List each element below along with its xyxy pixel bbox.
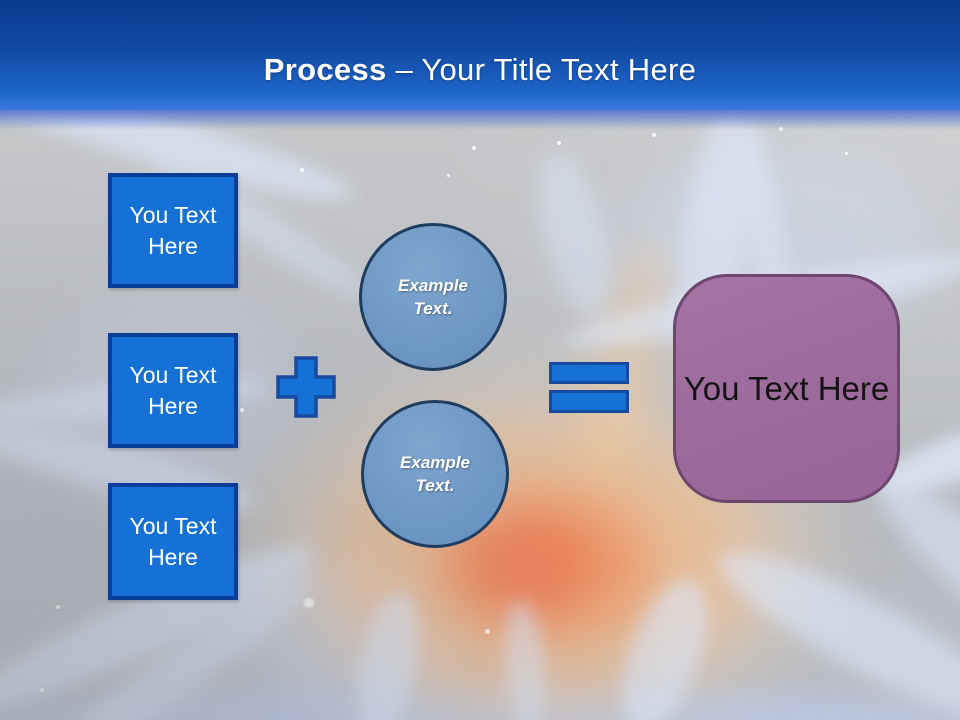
background-dot — [652, 133, 656, 137]
background-dot — [56, 605, 60, 609]
background-dot — [240, 408, 244, 412]
plus-icon — [276, 356, 336, 418]
background-dot — [845, 152, 848, 155]
process-input-box-1: You Text Here — [108, 173, 238, 288]
background-dot — [472, 146, 476, 150]
result-box-label: You Text Here — [683, 369, 890, 407]
title-bar — [0, 0, 960, 110]
example-circle-1-label: Example Text. — [398, 276, 468, 318]
title-text: Your Title Text Here — [421, 52, 697, 87]
background-dot — [557, 141, 561, 145]
process-input-box-1-label: You Text Here — [129, 201, 217, 259]
example-circle-1: Example Text. — [359, 223, 507, 371]
title-keyword: Process — [263, 52, 387, 87]
background-dot — [300, 168, 304, 172]
slide-title: Process – Your Title Text Here — [0, 52, 960, 88]
example-circle-2-label: Example Text. — [400, 453, 470, 495]
background-dot — [40, 688, 44, 692]
neuron-glow-core — [470, 520, 590, 610]
title-separator: – — [386, 52, 422, 87]
process-input-box-2-label: You Text Here — [129, 361, 217, 419]
equals-icon — [549, 362, 629, 414]
background-dot — [447, 174, 450, 177]
equals-bar-top — [549, 362, 629, 384]
example-circle-2: Example Text. — [361, 400, 509, 548]
process-input-box-3-label: You Text Here — [129, 512, 217, 570]
process-input-box-2: You Text Here — [108, 333, 238, 448]
title-bar-fade — [0, 110, 960, 130]
background-dot — [485, 629, 490, 634]
result-box: You Text Here — [673, 274, 900, 503]
process-input-box-3: You Text Here — [108, 483, 238, 600]
background-dot — [304, 598, 314, 608]
equals-bar-bottom — [549, 390, 629, 413]
